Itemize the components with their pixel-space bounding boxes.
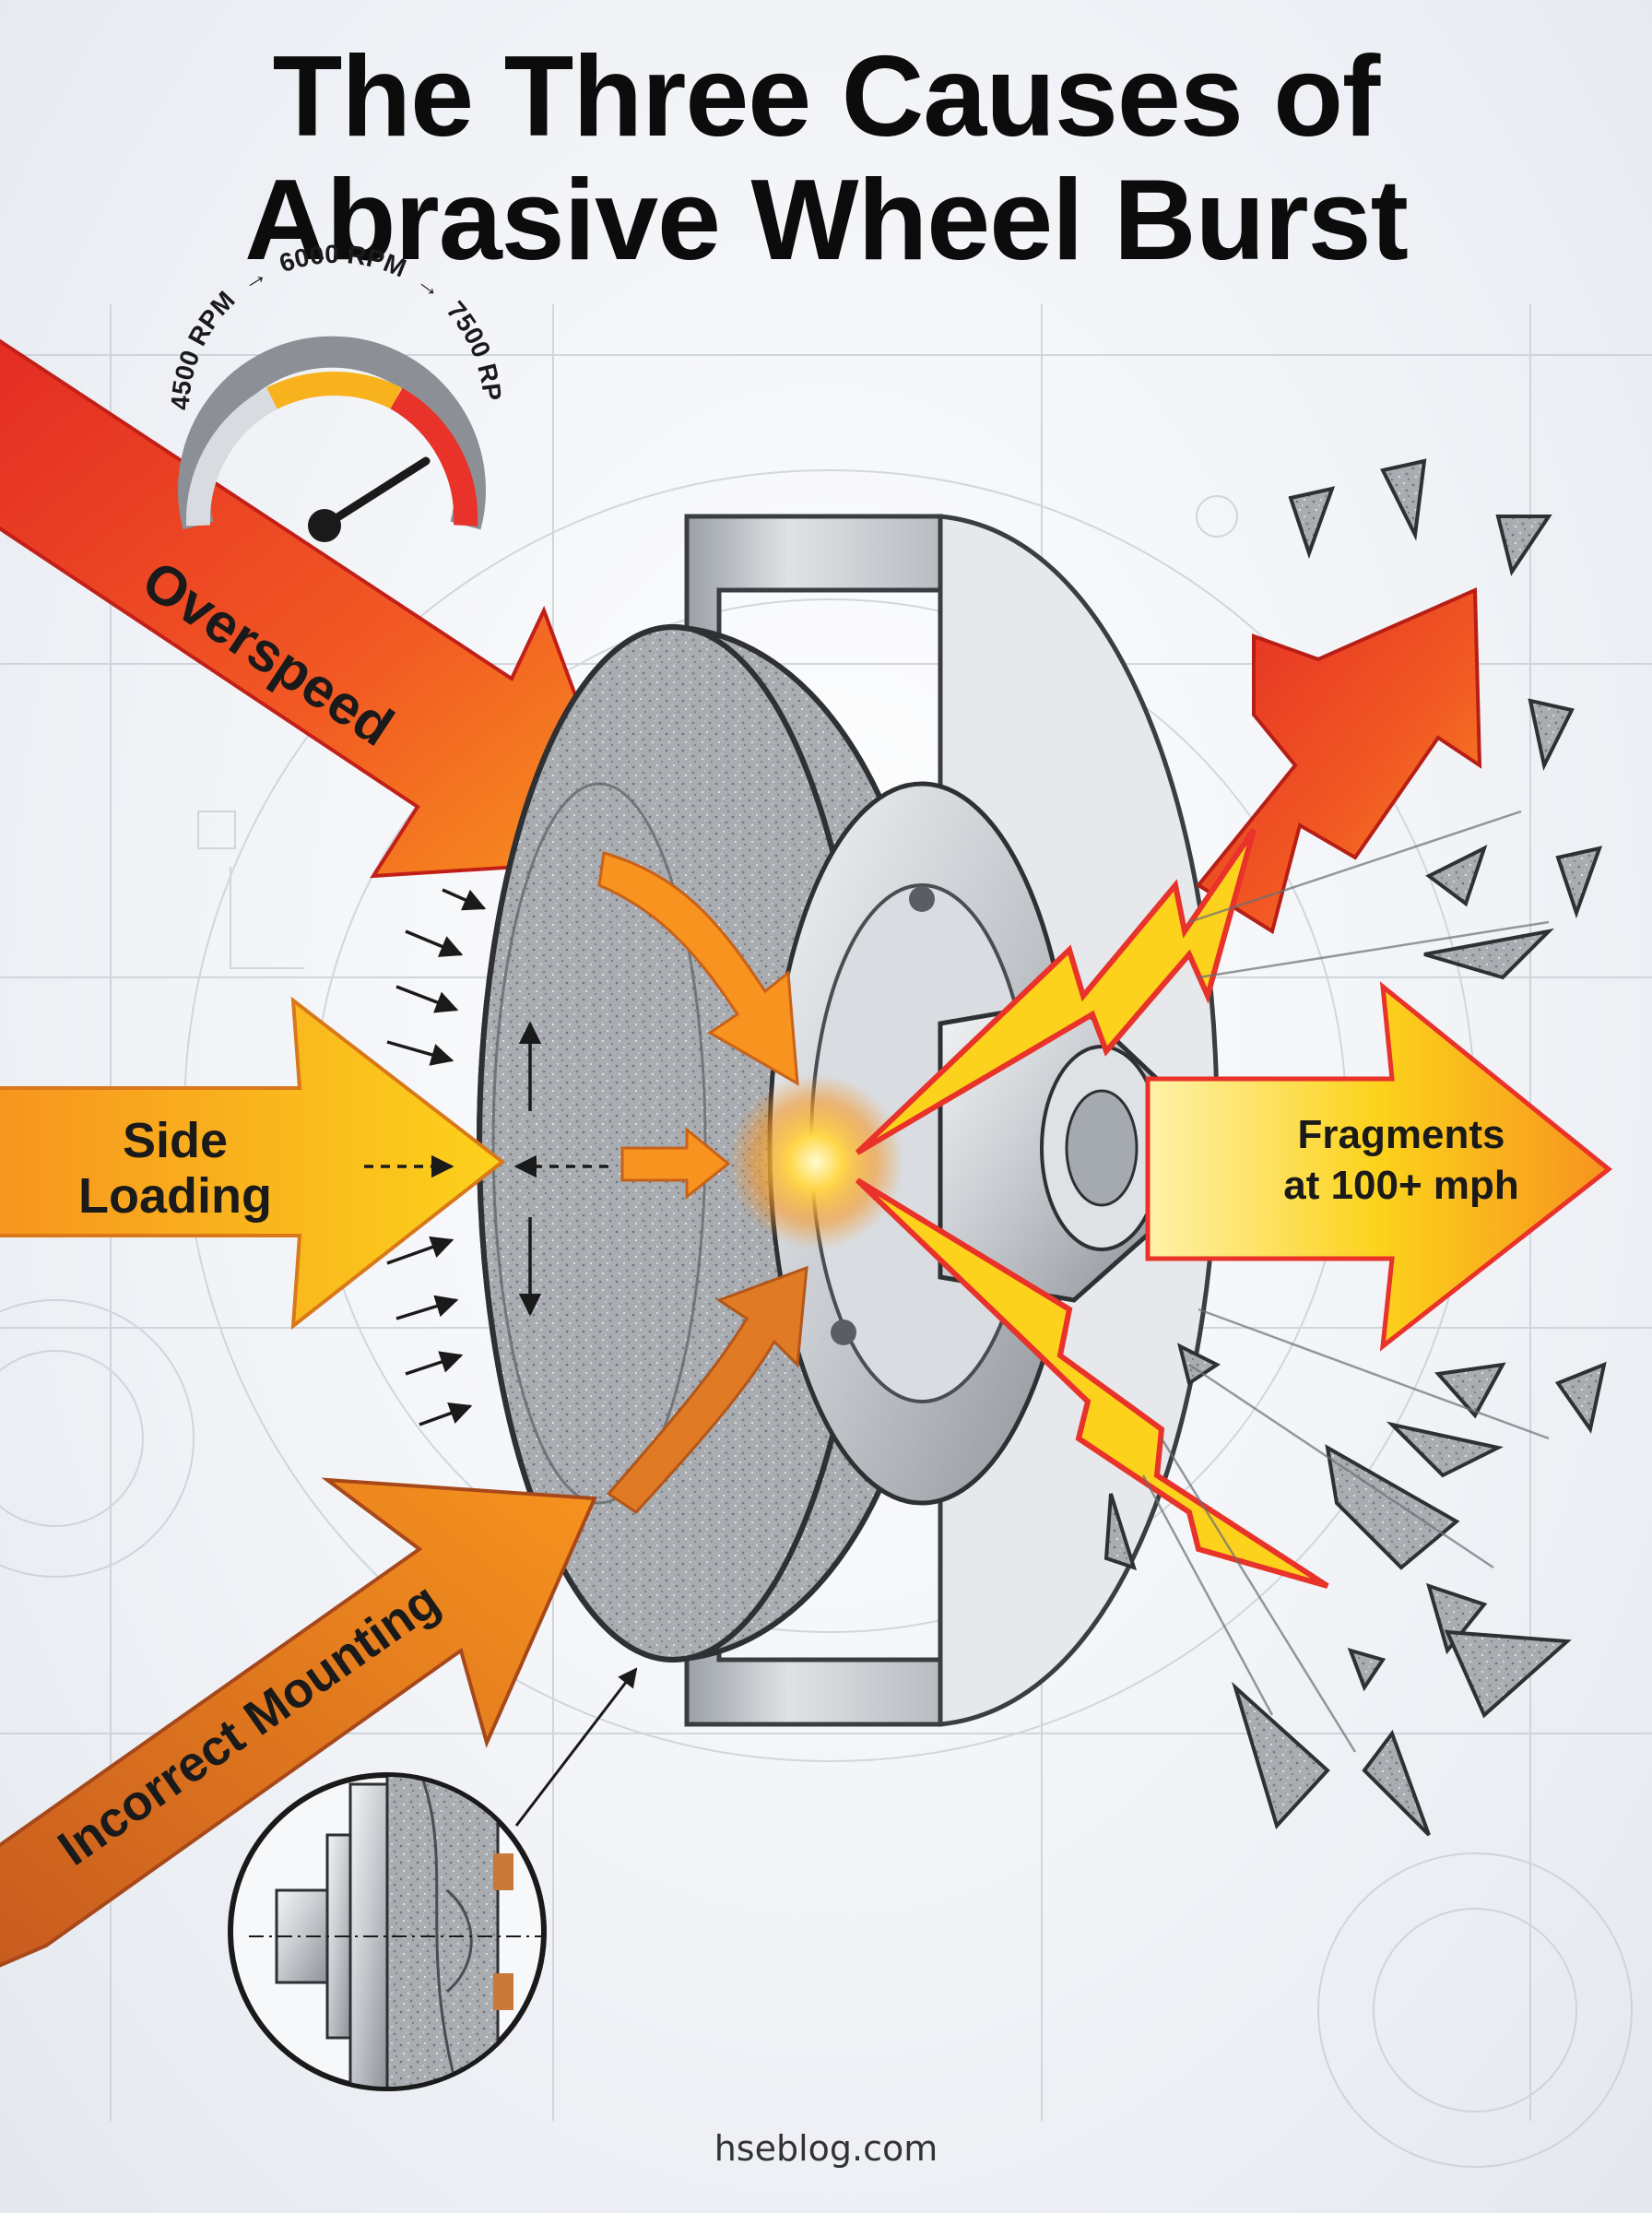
rpm-arrow-1: →	[235, 259, 272, 297]
footer-source: hseblog.com	[714, 2128, 938, 2169]
side-loading-arrow: Side Loading	[0, 996, 506, 1331]
curved-force-arrows	[597, 851, 808, 1514]
stress-glow	[728, 1074, 903, 1249]
title-line-1: The Three Causes of	[272, 33, 1381, 160]
pressure-arrows	[364, 888, 608, 1426]
burst-lines	[1141, 810, 1550, 1753]
lightning-bolts	[855, 828, 1329, 1589]
side-loading-label-line-1: Side	[123, 1113, 228, 1168]
title-line-2: Abrasive Wheel Burst	[244, 157, 1409, 284]
side-loading-label-line-2: Loading	[78, 1168, 272, 1224]
rpm-6000-label: 6000 RPM	[276, 240, 410, 283]
gauge-rpm-labels: 4500 RPM → 6000 RPM → 7500 RPM	[0, 0, 507, 410]
page-title: The Three Causes of Abrasive Wheel Burst	[0, 35, 1652, 282]
mounting-detail-callout	[228, 1667, 638, 2091]
inner-side-arrow	[620, 1126, 731, 1201]
burst-arrow	[1196, 586, 1482, 935]
fragments-label-line-1: Fragments	[1298, 1112, 1505, 1157]
fragments-arrow: Fragments at 100+ mph	[1145, 981, 1613, 1352]
fragments-label-line-2: at 100+ mph	[1283, 1163, 1519, 1208]
rpm-arrow-2: →	[411, 266, 449, 305]
rpm-7500-label: 7500 RPM	[0, 0, 507, 402]
